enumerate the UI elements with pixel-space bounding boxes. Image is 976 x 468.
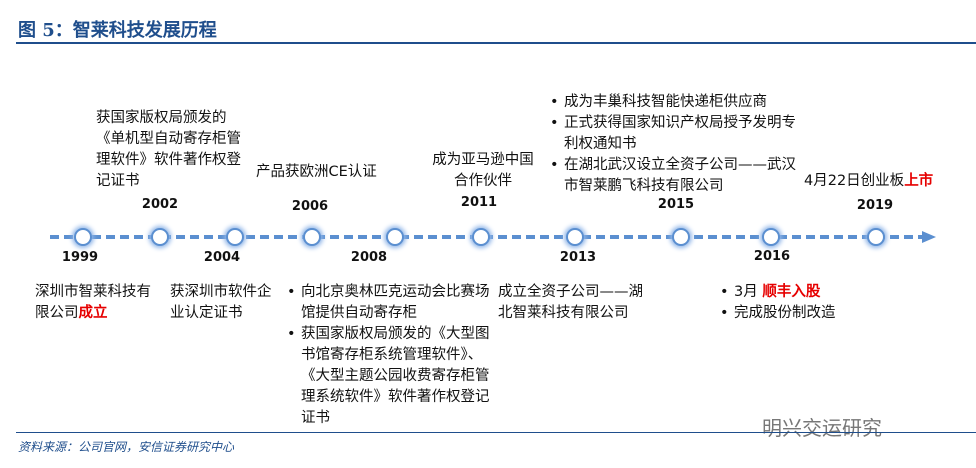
node-1999 bbox=[74, 228, 92, 246]
event-2002-text: 获国家版权局颁发的《单机型自动寄存柜管理软件》软件著作权登记证书 bbox=[96, 110, 241, 189]
bullet: 正式获得国家知识产权局授予发明专利权通知书 bbox=[550, 113, 798, 155]
event-2004-text: 获深圳市软件企业认定证书 bbox=[170, 284, 272, 321]
node-2011 bbox=[472, 228, 490, 246]
year-2016: 2016 bbox=[753, 249, 791, 264]
bullet: 3月 顺丰入股 bbox=[720, 282, 868, 303]
year-1999: 1999 bbox=[61, 250, 99, 265]
node-2004 bbox=[226, 228, 244, 246]
year-2015: 2015 bbox=[657, 197, 695, 212]
year-2013: 2013 bbox=[559, 250, 597, 265]
event-2013-text: 成立全资子公司——湖北智莱科技有限公司 bbox=[498, 284, 643, 321]
title-rule bbox=[16, 42, 976, 44]
node-2008 bbox=[386, 228, 404, 246]
bullet: 向北京奥林匹克运动会比赛场馆提供自动寄存柜 bbox=[287, 282, 495, 324]
highlight-text: 成立 bbox=[78, 305, 108, 321]
node-2016 bbox=[762, 228, 780, 246]
bullet: 成为丰巢科技智能快递柜供应商 bbox=[550, 92, 798, 113]
node-2002 bbox=[151, 228, 169, 246]
highlight-text: 顺丰入股 bbox=[762, 284, 821, 300]
watermark: 明兴交运研究 bbox=[762, 416, 882, 440]
node-2006 bbox=[303, 228, 321, 246]
highlight-text: 上市 bbox=[904, 173, 934, 189]
year-2008: 2008 bbox=[350, 250, 388, 265]
text: 深圳市智莱科技有限公司 bbox=[35, 284, 151, 321]
year-2004: 2004 bbox=[203, 250, 241, 265]
bullet: 获国家版权局颁发的《大型图书馆寄存柜系统管理软件》、《大型主题公园收费寄存柜管理… bbox=[287, 324, 495, 429]
event-1999-text: 深圳市智莱科技有限公司成立 bbox=[35, 282, 155, 324]
event-2016-list: 3月 顺丰入股完成股份制改造 bbox=[718, 282, 868, 324]
event-2006-text: 产品获欧洲CE认证 bbox=[256, 164, 377, 180]
year-2019: 2019 bbox=[856, 198, 894, 213]
event-2011-text: 成为亚马逊中国合作伙伴 bbox=[432, 152, 534, 189]
node-2015 bbox=[672, 228, 690, 246]
source-note: 资料来源：公司官网，安信证券研究中心 bbox=[18, 440, 235, 454]
text: 3月 bbox=[734, 284, 763, 300]
year-2011: 2011 bbox=[460, 195, 498, 210]
figure-title: 图 5：智莱科技发展历程 bbox=[18, 20, 217, 41]
bullet: 完成股份制改造 bbox=[720, 303, 868, 324]
node-2019 bbox=[867, 228, 885, 246]
event-2008-list: 向北京奥林匹克运动会比赛场馆提供自动寄存柜获国家版权局颁发的《大型图书馆寄存柜系… bbox=[285, 282, 495, 429]
node-2013 bbox=[566, 228, 584, 246]
bullet: 在湖北武汉设立全资子公司——武汉市智莱鹏飞科技有限公司 bbox=[550, 155, 798, 197]
year-2002: 2002 bbox=[141, 197, 179, 212]
year-2006: 2006 bbox=[291, 199, 329, 214]
text: 4月22日创业板 bbox=[804, 173, 905, 189]
event-2015-list: 成为丰巢科技智能快递柜供应商正式获得国家知识产权局授予发明专利权通知书在湖北武汉… bbox=[548, 92, 798, 197]
footer-rule bbox=[16, 432, 976, 433]
event-2019-text: 4月22日创业板上市 bbox=[804, 171, 974, 192]
